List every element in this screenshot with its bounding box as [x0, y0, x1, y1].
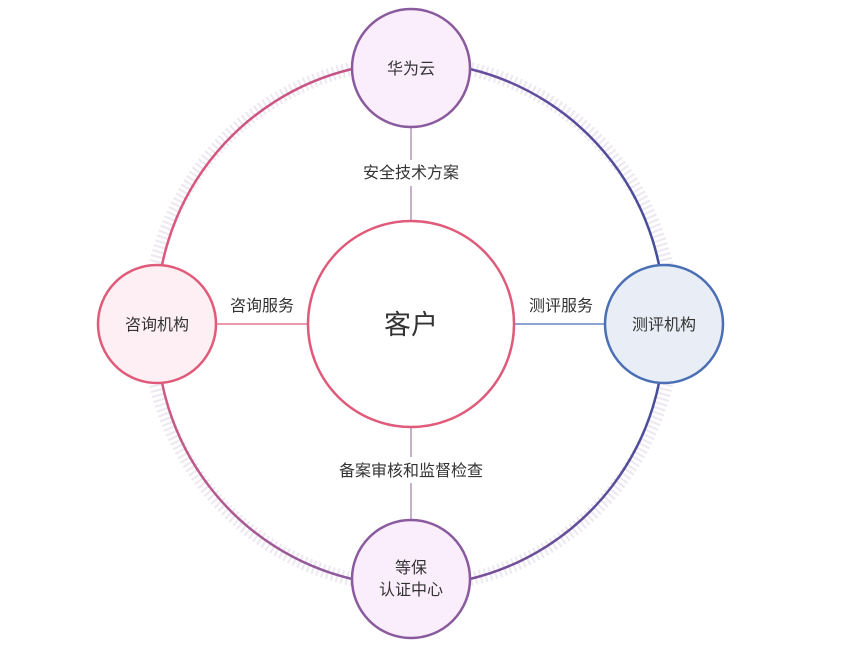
node-bottom-circle: [350, 518, 472, 640]
node-left-circle: [96, 263, 218, 385]
edge-label-bg-left: [218, 293, 306, 319]
edge-label-top: 安全技术方案: [363, 163, 459, 182]
edge-label-left: 咨询服务: [230, 296, 294, 315]
node-bottom: 等保 认证中心: [350, 518, 472, 640]
node-top: 华为云: [350, 7, 472, 129]
edge-label-bottom: 备案审核和监督检查: [339, 461, 483, 480]
edge-label-right: 测评服务: [529, 296, 593, 315]
node-top-circle: [350, 7, 472, 129]
node-bottom-label-line1: 等保: [395, 558, 427, 577]
node-center-label: 客户: [384, 310, 438, 341]
edge-label-bg-right: [518, 293, 604, 319]
node-center-circle: [306, 219, 516, 429]
node-bottom-label-line2: 认证中心: [379, 580, 443, 599]
node-top-label: 华为云: [387, 59, 435, 78]
node-center: 客户: [306, 219, 516, 429]
node-right: 测评机构: [603, 263, 725, 385]
node-left: 咨询机构: [96, 263, 218, 385]
node-right-circle: [603, 263, 725, 385]
node-right-label: 测评机构: [632, 315, 696, 334]
edge-label-bg-bottom: [328, 457, 494, 483]
edge-label-bg-top: [350, 160, 472, 186]
node-left-label: 咨询机构: [125, 315, 189, 334]
